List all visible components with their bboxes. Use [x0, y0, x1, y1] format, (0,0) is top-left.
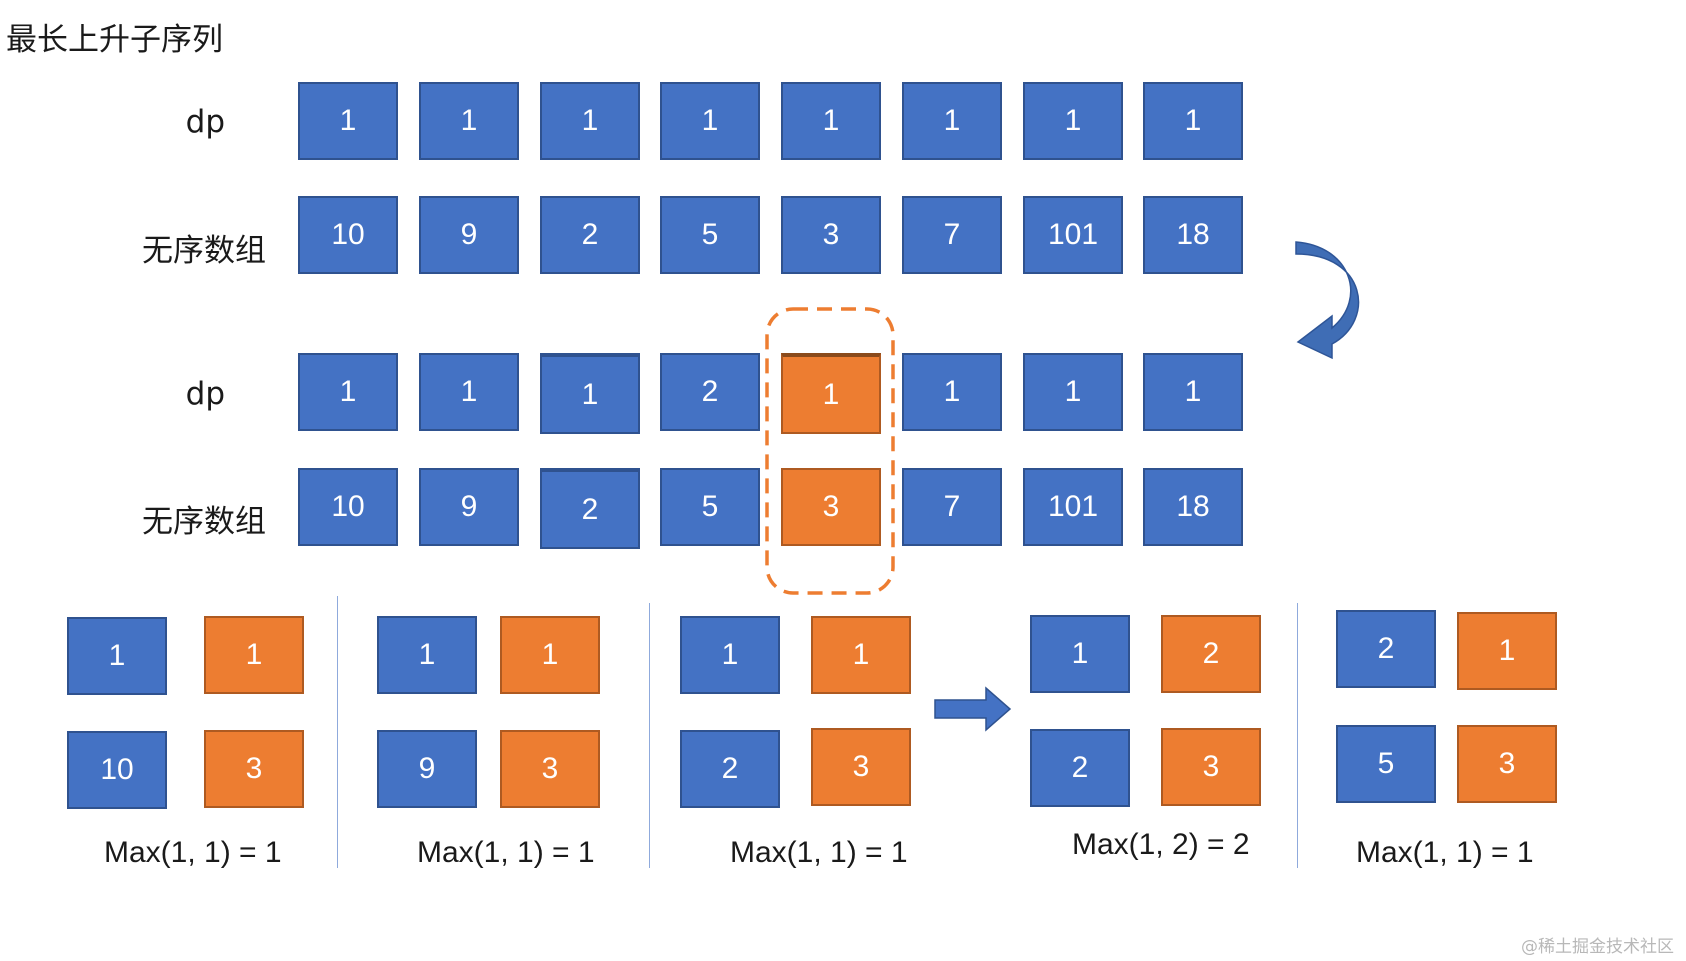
cmp2-val-cur: 3	[500, 730, 600, 808]
mid-array-cell-5: 7	[902, 468, 1002, 546]
cmp3-caption: Max(1, 1) = 1	[730, 836, 908, 869]
top-dp-cell-6: 1	[1023, 82, 1123, 160]
mid-array-cell-1: 9	[419, 468, 519, 546]
top-array-cell-6: 101	[1023, 196, 1123, 274]
mid-dp-cell-6: 1	[1023, 353, 1123, 431]
cmp5-caption: Max(1, 1) = 1	[1356, 836, 1534, 869]
mid-dp-cell-1: 1	[419, 353, 519, 431]
cmp2-dp-prev: 1	[377, 616, 477, 694]
cmp5-val-prev: 5	[1336, 725, 1436, 803]
mid-dp-cell-2: 1	[540, 353, 640, 434]
cmp3-val-cur: 3	[811, 728, 911, 806]
cmp4-val-prev: 2	[1030, 729, 1130, 807]
mid-array-cell-7: 18	[1143, 468, 1243, 546]
top-array-cell-7: 18	[1143, 196, 1243, 274]
cmp4-val-cur: 3	[1161, 728, 1261, 806]
cmp3-dp-prev: 1	[680, 616, 780, 694]
top-array-cell-2: 2	[540, 196, 640, 274]
cmp4-dp-prev: 1	[1030, 615, 1130, 693]
top-dp-cell-3: 1	[660, 82, 760, 160]
right-arrow-icon	[934, 686, 1012, 732]
top-array-cell-5: 7	[902, 196, 1002, 274]
cmp3-dp-cur: 1	[811, 616, 911, 694]
array-row-label-2: 无序数组	[142, 504, 266, 540]
array-row-label: 无序数组	[142, 233, 266, 269]
cmp5-dp-prev: 2	[1336, 610, 1436, 688]
group-divider-3	[1297, 603, 1298, 868]
top-array-cell-0: 10	[298, 196, 398, 274]
mid-array-cell-4-highlighted: 3	[781, 468, 881, 546]
cmp5-val-cur: 3	[1457, 725, 1557, 803]
dp-row-label: dp	[185, 104, 225, 140]
mid-dp-cell-4-highlighted: 1	[781, 353, 881, 434]
cmp2-val-prev: 9	[377, 730, 477, 808]
cmp4-dp-cur: 2	[1161, 615, 1261, 693]
top-dp-cell-2: 1	[540, 82, 640, 160]
watermark: @稀土掘金技术社区	[1521, 937, 1674, 957]
group-divider-1	[337, 596, 338, 868]
top-array-cell-1: 9	[419, 196, 519, 274]
page-title: 最长上升子序列	[6, 22, 223, 58]
mid-array-cell-0: 10	[298, 468, 398, 546]
mid-array-cell-2: 2	[540, 468, 640, 549]
cmp1-dp-cur: 1	[204, 616, 304, 694]
group-divider-2	[649, 603, 650, 868]
mid-dp-cell-7: 1	[1143, 353, 1243, 431]
cmp5-dp-cur: 1	[1457, 612, 1557, 690]
top-dp-cell-0: 1	[298, 82, 398, 160]
mid-dp-cell-3: 2	[660, 353, 760, 431]
mid-array-cell-3: 5	[660, 468, 760, 546]
cmp1-val-cur: 3	[204, 730, 304, 808]
mid-dp-cell-5: 1	[902, 353, 1002, 431]
top-dp-cell-4: 1	[781, 82, 881, 160]
top-dp-cell-5: 1	[902, 82, 1002, 160]
cmp4-caption: Max(1, 2) = 2	[1072, 828, 1250, 861]
curved-down-arrow-icon	[1295, 241, 1360, 360]
top-array-cell-3: 5	[660, 196, 760, 274]
top-array-cell-4: 3	[781, 196, 881, 274]
top-dp-cell-1: 1	[419, 82, 519, 160]
top-dp-cell-7: 1	[1143, 82, 1243, 160]
cmp1-val-prev: 10	[67, 731, 167, 809]
dp-row-label-2: dp	[185, 376, 225, 412]
mid-array-cell-6: 101	[1023, 468, 1123, 546]
cmp3-val-prev: 2	[680, 730, 780, 808]
cmp1-dp-prev: 1	[67, 617, 167, 695]
mid-dp-cell-0: 1	[298, 353, 398, 431]
highlight-dashed-frame	[765, 307, 895, 595]
cmp2-caption: Max(1, 1) = 1	[417, 836, 595, 869]
cmp1-caption: Max(1, 1) = 1	[104, 836, 282, 869]
cmp2-dp-cur: 1	[500, 616, 600, 694]
